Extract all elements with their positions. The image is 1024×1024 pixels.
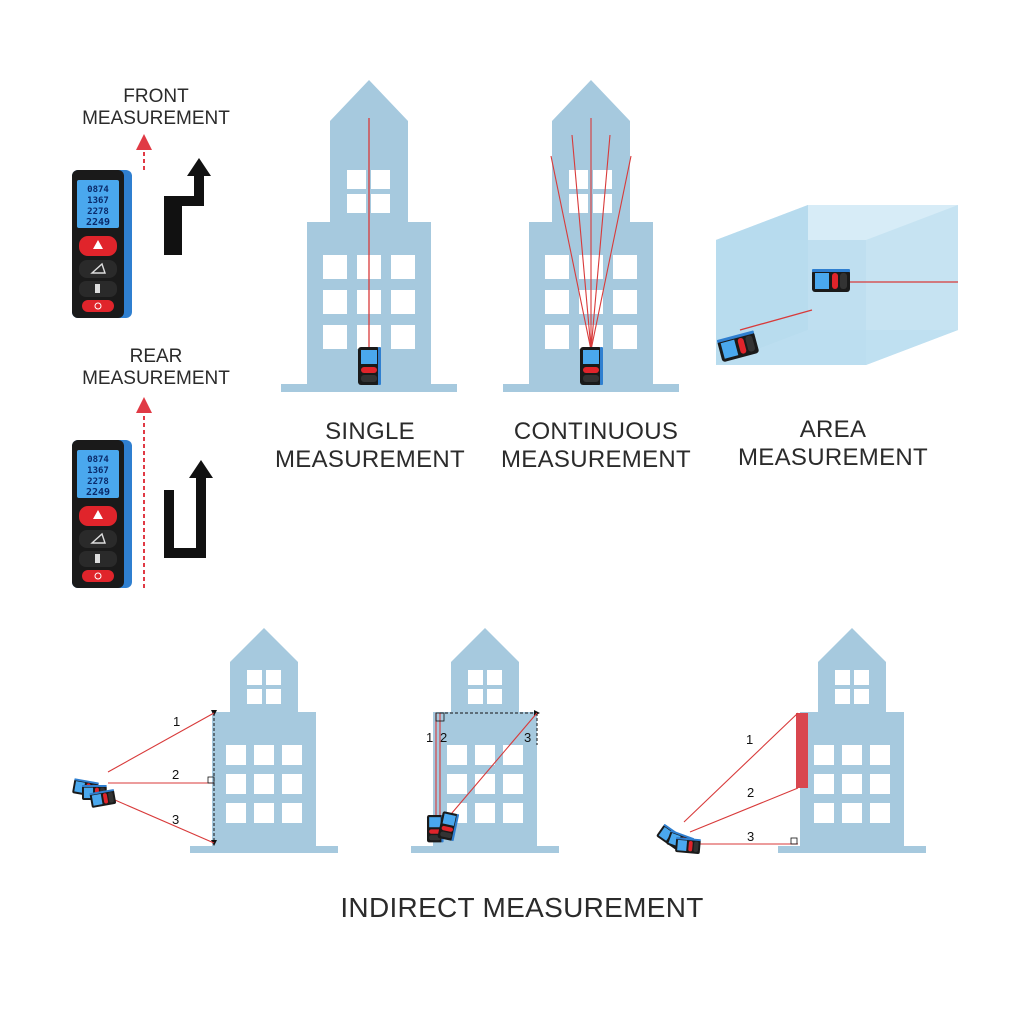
front-reference-arrow-icon xyxy=(164,158,211,255)
area-laser-width xyxy=(739,309,813,331)
device-continuous xyxy=(580,347,603,385)
indirect-measurement-c: 1 2 3 xyxy=(656,628,926,855)
single-label-line-2: MEASUREMENT xyxy=(275,445,465,473)
continuous-laser-fan xyxy=(550,118,632,351)
area-label-line-1: AREA xyxy=(799,416,867,443)
rear-reference-arrow-icon xyxy=(164,460,213,558)
indirect-b-lasers xyxy=(435,712,538,821)
device-single xyxy=(358,347,381,385)
indirect-c-step-2: 2 xyxy=(747,785,754,800)
indirect-c-step-3: 3 xyxy=(747,829,754,844)
rear-label-line-2: MEASUREMENT xyxy=(82,367,230,389)
single-measurement-label: SINGLE MEASUREMENT xyxy=(270,418,470,473)
device-rear xyxy=(71,439,133,589)
continuous-label-line-2: MEASUREMENT xyxy=(501,445,691,473)
device-indirect-c-3 xyxy=(675,837,701,855)
continuous-measurement-illustration xyxy=(503,80,679,392)
front-measurement-illustration xyxy=(71,134,211,319)
indirect-b-step-3: 3 xyxy=(524,730,531,745)
indirect-c-step-1: 1 xyxy=(746,732,753,747)
indirect-c-target-segment xyxy=(796,713,808,788)
indirect-a-lasers xyxy=(107,712,215,844)
front-label-line-2: MEASUREMENT xyxy=(82,107,230,129)
continuous-measurement-label: CONTINUOUS MEASUREMENT xyxy=(491,418,701,473)
indirect-b-step-1: 1 xyxy=(426,730,433,745)
rear-measurement-label: REAR MEASUREMENT xyxy=(66,346,246,390)
rear-label-line-1: REAR xyxy=(129,346,183,367)
indirect-a-step-2: 2 xyxy=(172,767,179,782)
front-measurement-label: FRONT MEASUREMENT xyxy=(66,86,246,130)
area-measurement-illustration xyxy=(716,205,958,365)
single-measurement-illustration xyxy=(281,80,457,392)
area-measurement-label: AREA MEASUREMENT xyxy=(733,416,933,471)
indirect-b-step-2: 2 xyxy=(440,730,447,745)
indirect-a-step-3: 3 xyxy=(172,812,179,827)
continuous-label-line-1: CONTINUOUS xyxy=(513,418,679,445)
building-indirect-a xyxy=(190,628,338,853)
single-label-line-1: SINGLE xyxy=(325,418,415,445)
indirect-measurement-b: 1 2 3 xyxy=(411,628,559,853)
indirect-a-step-1: 1 xyxy=(173,714,180,729)
indirect-measurement-a: 1 2 3 xyxy=(72,628,338,853)
area-label-line-2: MEASUREMENT xyxy=(738,443,928,471)
indirect-c-lasers xyxy=(683,712,799,845)
indirect-measurement-label: INDIRECT MEASUREMENT xyxy=(340,892,704,923)
rear-measurement-illustration xyxy=(71,397,213,589)
device-front xyxy=(71,169,133,319)
front-label-line-1: FRONT xyxy=(123,86,189,107)
device-area-1 xyxy=(812,269,850,292)
